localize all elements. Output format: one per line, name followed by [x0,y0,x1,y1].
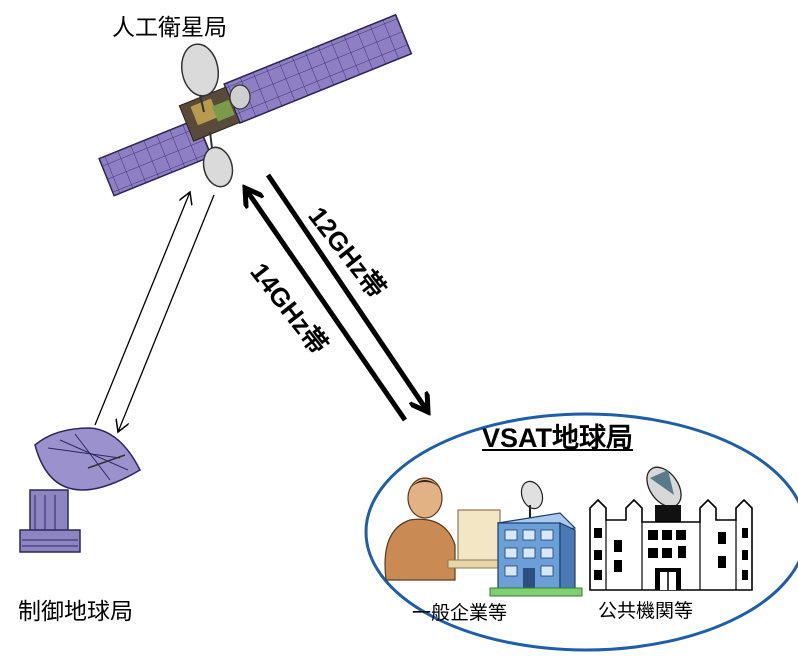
uplink-14ghz-arrow [245,188,408,422]
vsat-area-ellipse [364,412,798,652]
satellite-station-label: 人工衛星局 [112,15,227,41]
enterprise-building-icon [489,480,583,597]
downlink-12ghz-arrow [265,173,428,412]
ctrl-downlink-arrow [118,194,215,432]
office-worker-icon [384,477,521,581]
enterprise-label: 一般企業等 [412,602,508,624]
public-institution-label: 公共機関等 [598,600,694,622]
public-building-icon [589,466,753,591]
control-station-icon [19,427,141,553]
control-station-label: 制御地球局 [18,599,133,625]
vsat-station-label: VSAT地球局 [482,423,634,453]
ctrl-uplink-arrow [94,192,190,426]
satellite-icon [98,13,413,197]
